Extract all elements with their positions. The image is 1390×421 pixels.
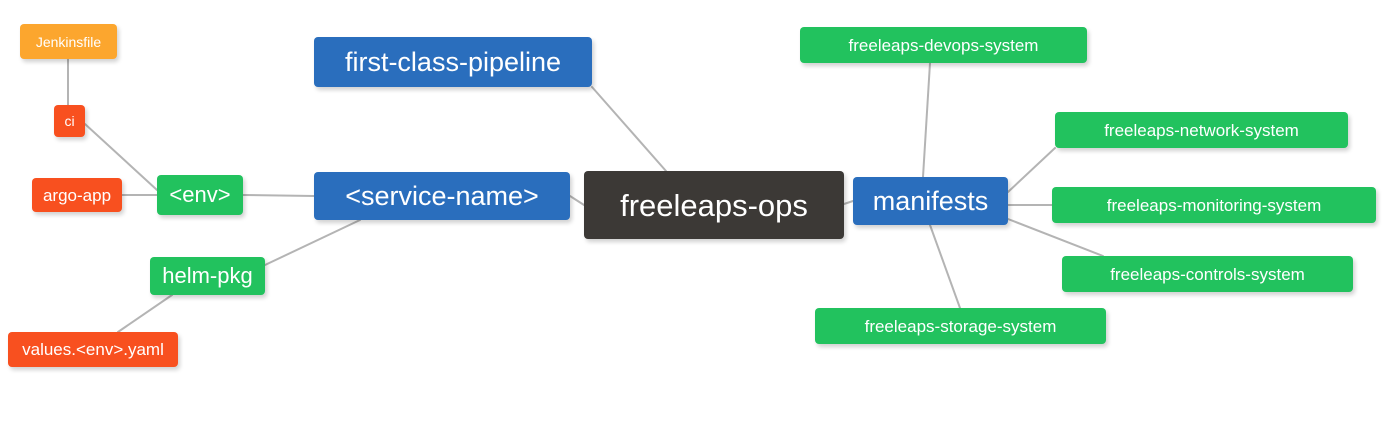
mindmap-node-label-monitoring: freeleaps-monitoring-system [1106,195,1322,215]
mindmap-node-label-ci: ci [64,113,75,129]
edge-manifests-to-devops [922,62,931,178]
mindmap-node-pipeline[interactable]: first-class-pipeline [314,37,592,87]
mindmap-node-label-devops: freeleaps-devops-system [848,35,1039,55]
mindmap-node-valuesyaml[interactable]: values.<env>.yaml [8,332,178,367]
edge-manifests-to-network [1007,147,1056,193]
mindmap-node-env[interactable]: <env> [157,175,243,215]
edge-root-to-manifests [843,200,854,205]
mindmap-node-root[interactable]: freeleaps-ops [584,171,844,239]
edge-manifests-to-controls [1007,218,1104,257]
mindmap-node-label-valuesyaml: values.<env>.yaml [22,340,164,359]
mindmap-node-label-controls: freeleaps-controls-system [1110,264,1305,284]
mindmap-node-storage[interactable]: freeleaps-storage-system [815,308,1106,344]
mindmap-node-manifests[interactable]: manifests [853,177,1008,225]
mindmap-node-ci[interactable]: ci [54,105,85,137]
mindmap-node-label-pipeline: first-class-pipeline [344,46,562,77]
edge-manifests-to-storage [929,224,961,309]
edge-root-to-service [569,195,585,206]
edge-service-to-env [242,194,315,197]
mindmap-node-argoapp[interactable]: argo-app [32,178,122,212]
mindmap-node-label-argoapp: argo-app [42,185,112,205]
mindmap-node-label-helm: helm-pkg [162,263,253,288]
mindmap-node-label-root: freeleaps-ops [620,187,808,223]
mindmap-node-network[interactable]: freeleaps-network-system [1055,112,1348,148]
mindmap-node-label-storage: freeleaps-storage-system [864,316,1057,336]
edge-service-to-helm [264,219,361,266]
mindmap-node-service[interactable]: <service-name> [314,172,570,220]
mindmap-node-label-network: freeleaps-network-system [1104,120,1299,140]
edge-helm-to-valuesyaml [117,294,173,333]
mindmap-node-label-manifests: manifests [872,185,989,216]
mindmap-node-label-jenkinsfile: Jenkinsfile [35,33,102,50]
edge-root-to-pipeline [591,86,667,172]
mindmap-node-helm[interactable]: helm-pkg [150,257,265,295]
mindmap-node-controls[interactable]: freeleaps-controls-system [1062,256,1353,292]
mindmap-node-label-service: <service-name> [345,180,539,211]
mindmap-node-monitoring[interactable]: freeleaps-monitoring-system [1052,187,1376,223]
mindmap-node-label-env: <env> [169,182,231,207]
mindmap-node-devops[interactable]: freeleaps-devops-system [800,27,1087,63]
mindmap-node-jenkinsfile[interactable]: Jenkinsfile [20,24,117,59]
